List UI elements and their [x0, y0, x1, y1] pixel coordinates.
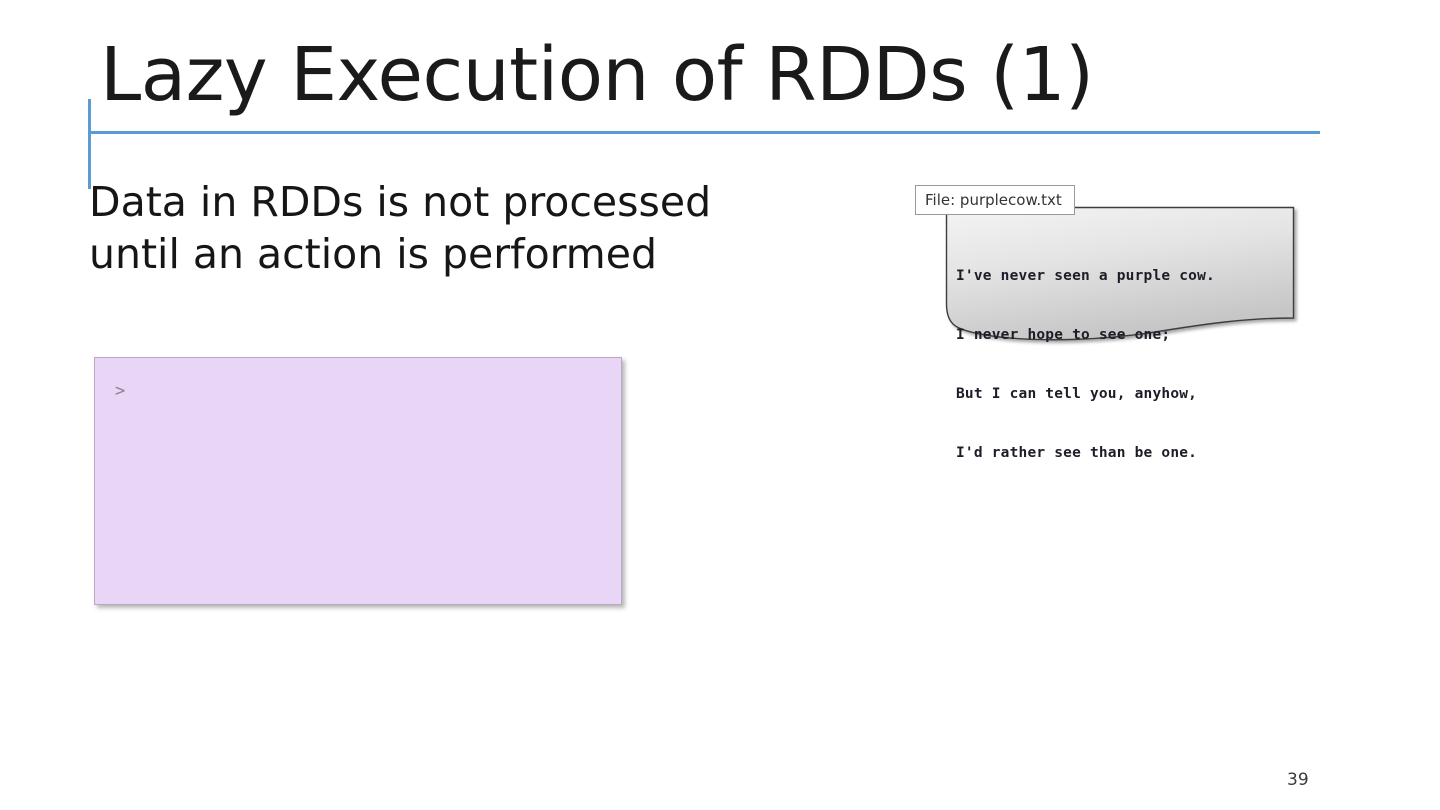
- title-underline-rule: [89, 131, 1320, 134]
- file-graphic: File: purplecow.txt I've never seen a pu…: [915, 185, 1295, 461]
- body-text-line-1: Data in RDDs is not processed: [89, 178, 712, 226]
- body-text-block: Data in RDDs is not processed until an a…: [89, 176, 849, 281]
- file-content-lines: I've never seen a purple cow. I never ho…: [956, 228, 1215, 502]
- file-content-line-1: I've never seen a purple cow.: [956, 268, 1215, 285]
- console-code-box[interactable]: >: [94, 357, 622, 605]
- console-prompt-symbol: >: [115, 381, 126, 401]
- title-accent-vertical-line: [88, 99, 91, 189]
- body-text-line-2: until an action is performed: [89, 230, 657, 279]
- file-content-line-2: I never hope to see one;: [956, 326, 1171, 343]
- file-content-line-4: I'd rather see than be one.: [956, 444, 1198, 461]
- torn-paper-shape-icon: [945, 206, 1295, 341]
- file-label-tab: File: purplecow.txt: [915, 185, 1075, 215]
- page-title: Lazy Execution of RDDs (1): [100, 32, 1094, 118]
- file-label-text: File: purplecow.txt: [925, 191, 1062, 209]
- file-content-line-3: But I can tell you, anyhow,: [956, 385, 1198, 402]
- page-number: 39: [1287, 770, 1309, 790]
